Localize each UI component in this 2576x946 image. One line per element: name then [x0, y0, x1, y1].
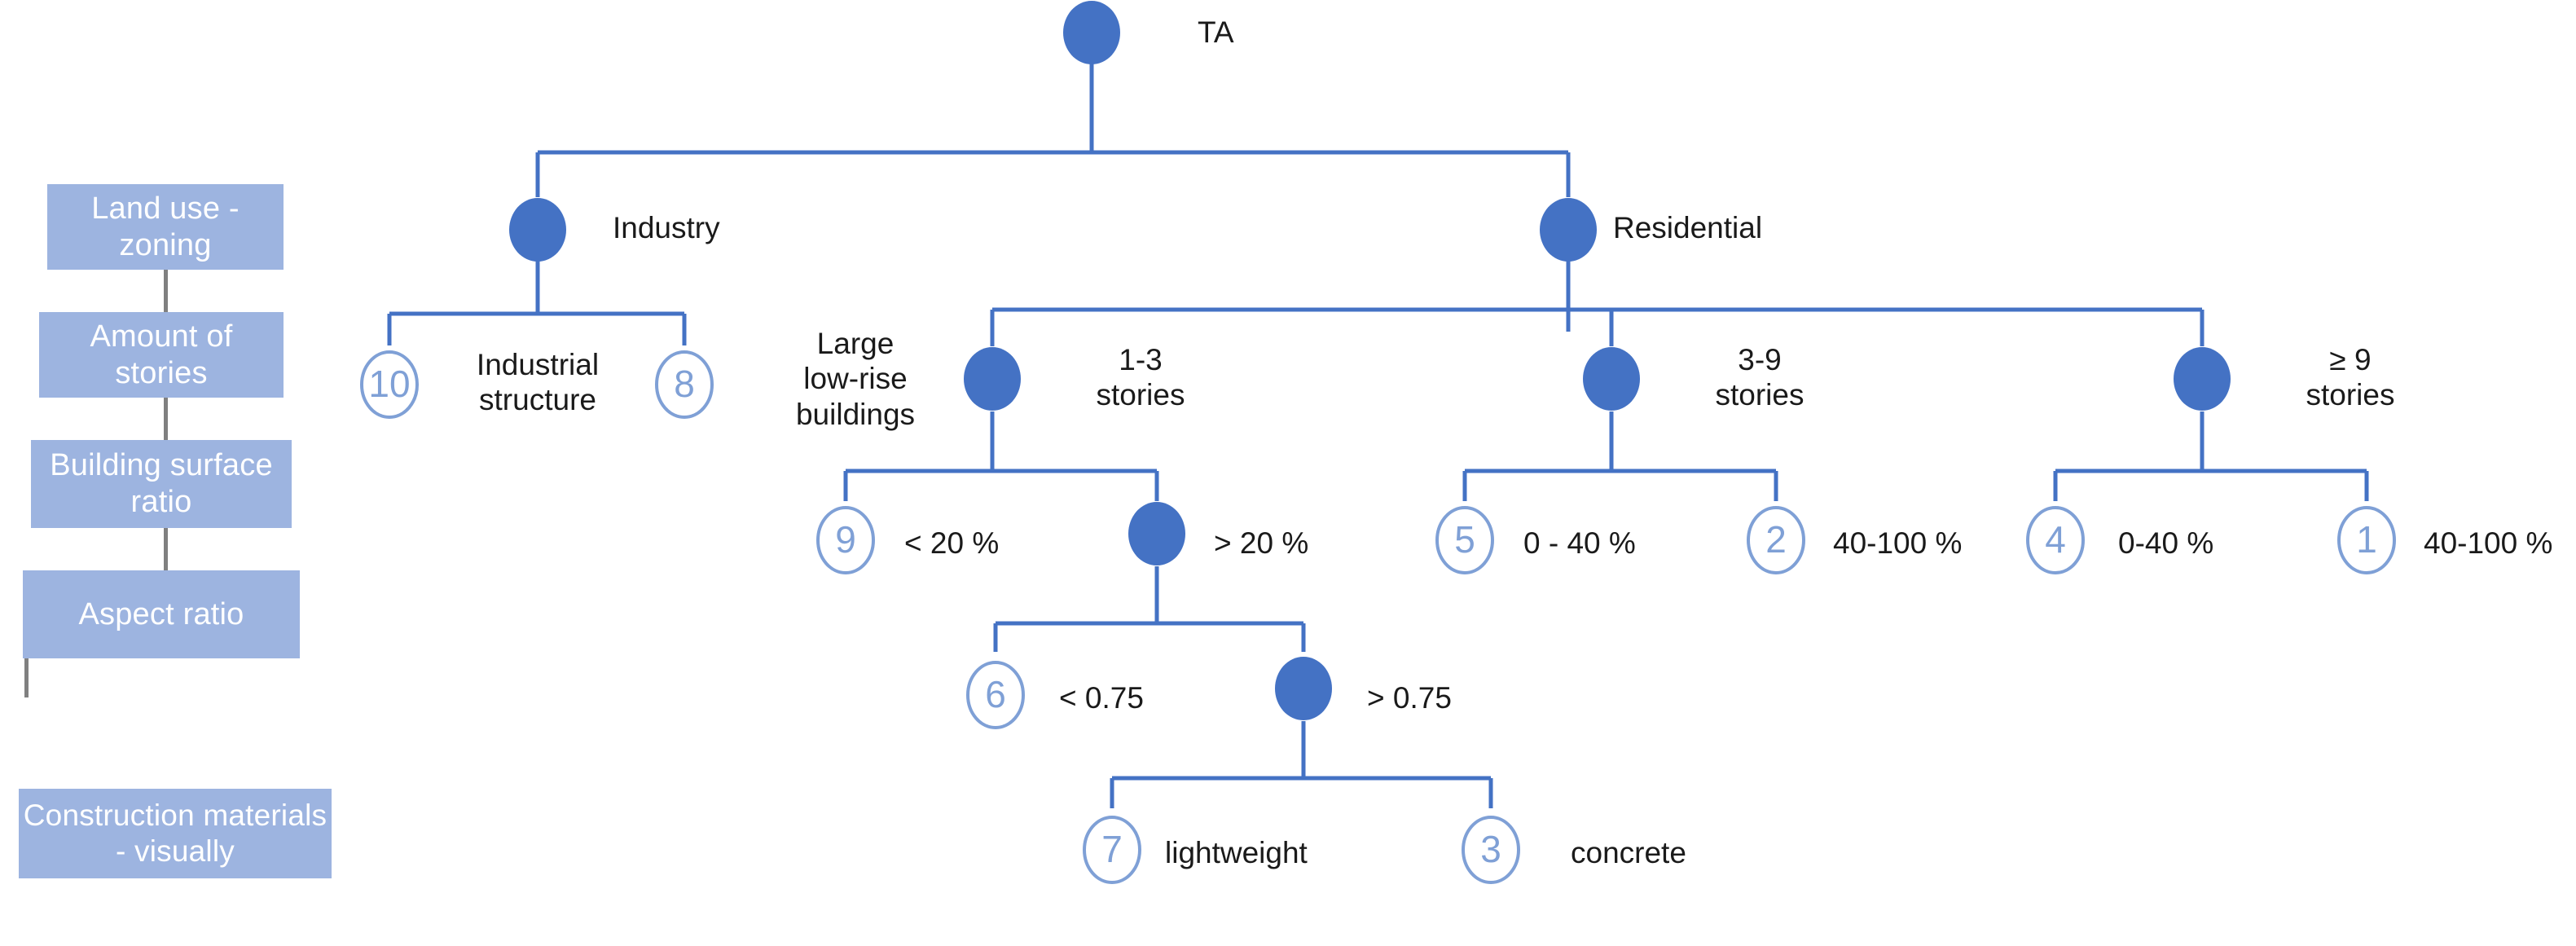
node-root-ta[interactable]	[1063, 1, 1120, 64]
leaf-node-10[interactable]	[360, 350, 419, 419]
label-industrial-structure: Industrial structure	[476, 348, 600, 417]
node-surface-gt-20[interactable]	[1128, 502, 1185, 565]
leaf-node-3[interactable]	[1462, 816, 1520, 884]
node-3-9-stories[interactable]	[1583, 347, 1640, 411]
leaf-number-1: 1	[2356, 518, 2377, 561]
leaf-number-10: 10	[368, 363, 411, 405]
leaf-node-7[interactable]	[1083, 816, 1141, 884]
leaf-node-5[interactable]	[1435, 506, 1494, 574]
label-material-lightweight: lightweight	[1165, 836, 1308, 869]
leaf-node-6[interactable]	[966, 661, 1025, 729]
leaf-number-9: 9	[835, 518, 856, 561]
legend-item-label: Construction materials - visually	[23, 799, 327, 868]
legend-item-label: Land use - zoning	[91, 191, 240, 262]
node-residential[interactable]	[1540, 198, 1597, 262]
legend-connector-3	[164, 528, 168, 570]
label-surface-gt-20: > 20 %	[1214, 526, 1309, 560]
leaf-number-6: 6	[985, 673, 1006, 715]
label-large-low-rise-buildings: Large low-rise buildings	[795, 327, 916, 431]
leaf-node-2[interactable]	[1747, 506, 1805, 574]
node-1-3-stories[interactable]	[964, 347, 1021, 411]
label-surface-40-100-highrise: 40-100 %	[2424, 526, 2553, 560]
label-1-3-stories: 1-3 stories	[1096, 343, 1185, 412]
label-3-9-stories: 3-9 stories	[1715, 343, 1805, 412]
leaf-number-2: 2	[1765, 518, 1787, 561]
label-surface-0-40: 0 - 40 %	[1523, 526, 1636, 560]
label-material-concrete: concrete	[1571, 836, 1686, 869]
node-industry[interactable]	[509, 198, 566, 262]
legend-item-label: Aspect ratio	[78, 596, 244, 631]
label-aspect-gt-075: > 0.75	[1367, 681, 1452, 715]
legend-connector-4	[24, 658, 29, 697]
legend-connector-2	[164, 398, 168, 440]
label-root-ta: TA	[1198, 15, 1234, 49]
leaf-node-4[interactable]	[2026, 506, 2085, 574]
leaf-number-3: 3	[1480, 828, 1501, 870]
legend-item-construction-materials[interactable]: Construction materials - visually	[19, 789, 332, 878]
legend-item-building-surface-ratio[interactable]: Building surface ratio	[31, 440, 292, 528]
leaf-node-9[interactable]	[816, 506, 875, 574]
legend-item-label: Building surface ratio	[50, 448, 273, 519]
leaf-node-8[interactable]	[655, 350, 714, 419]
legend-item-amount-of-stories[interactable]: Amount of stories	[39, 312, 284, 398]
connector-lines	[387, 63, 2369, 808]
label-surface-lt-20: < 20 %	[904, 526, 1000, 560]
leaf-number-7: 7	[1101, 828, 1123, 870]
label-residential: Residential	[1613, 211, 1763, 244]
label-9plus-stories: ≥ 9 stories	[2306, 343, 2395, 412]
legend-item-land-use[interactable]: Land use - zoning	[47, 184, 284, 270]
legend-item-aspect-ratio[interactable]: Aspect ratio	[23, 570, 300, 658]
label-industry: Industry	[613, 211, 720, 244]
label-surface-40-100: 40-100 %	[1833, 526, 1963, 560]
label-surface-0-40-highrise: 0-40 %	[2118, 526, 2214, 560]
node-aspect-gt-075[interactable]	[1275, 657, 1332, 720]
decision-nodes	[509, 1, 2231, 720]
leaf-nodes	[360, 350, 2396, 884]
leaf-node-1[interactable]	[2337, 506, 2396, 574]
legend-item-label: Amount of stories	[90, 319, 233, 390]
node-9plus-stories[interactable]	[2174, 347, 2231, 411]
leaf-number-8: 8	[674, 363, 695, 405]
label-aspect-lt-075: < 0.75	[1059, 681, 1144, 715]
leaf-number-4: 4	[2045, 518, 2066, 561]
legend-connector-1	[164, 270, 168, 312]
leaf-number-5: 5	[1454, 518, 1475, 561]
